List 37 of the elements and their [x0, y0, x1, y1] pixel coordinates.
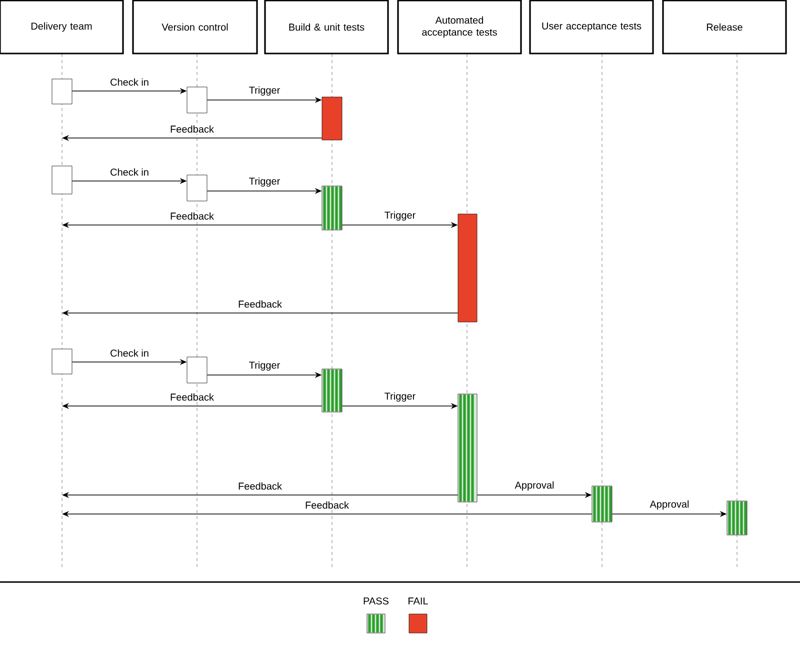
pass-activation-bar — [322, 186, 342, 230]
activation-bar — [186, 174, 208, 202]
lifeline-header: Automated acceptance tests — [397, 0, 522, 54]
edge-label: Check in — [109, 77, 150, 87]
activation-bar — [186, 356, 208, 384]
edge-label: Trigger — [383, 391, 417, 403]
pass-activation-bar — [322, 368, 342, 412]
edge-label: Approval — [648, 499, 690, 511]
pass-activation-bar — [592, 486, 612, 522]
lifeline-header: Build & unit tests — [264, 0, 389, 54]
edge-label: Feedback — [237, 299, 283, 309]
legend-label: PASS — [364, 597, 389, 605]
fail-activation-bar — [322, 96, 342, 140]
edge-label: Check in — [109, 348, 150, 358]
edge-label: Approval — [514, 480, 556, 492]
lifeline-header: Release — [662, 0, 787, 54]
edge-label: Trigger — [248, 176, 282, 188]
lifeline-header: User acceptance tests — [529, 0, 654, 54]
pass-activation-bar — [458, 394, 478, 502]
lifeline-header: Version control — [132, 0, 258, 54]
edge-label: Feedback — [237, 481, 283, 491]
edge-label: Trigger — [383, 210, 417, 222]
edge-label: Feedback — [169, 211, 215, 221]
edge-label: Trigger — [248, 360, 282, 372]
edge-label: Trigger — [248, 85, 282, 97]
activation-bar — [52, 78, 72, 104]
pass-activation-bar — [726, 500, 748, 536]
edge-label: Feedback — [169, 124, 215, 134]
lifeline-header: Delivery team — [0, 0, 124, 54]
activation-bar — [52, 166, 72, 194]
edge-label: Feedback — [304, 500, 350, 510]
activation-bar — [186, 86, 208, 114]
fail-activation-bar — [458, 214, 478, 322]
legend-label: FAIL — [408, 598, 428, 604]
activation-bar — [52, 348, 72, 374]
edge-label: Feedback — [169, 392, 215, 402]
edge-label: Check in — [109, 167, 150, 177]
